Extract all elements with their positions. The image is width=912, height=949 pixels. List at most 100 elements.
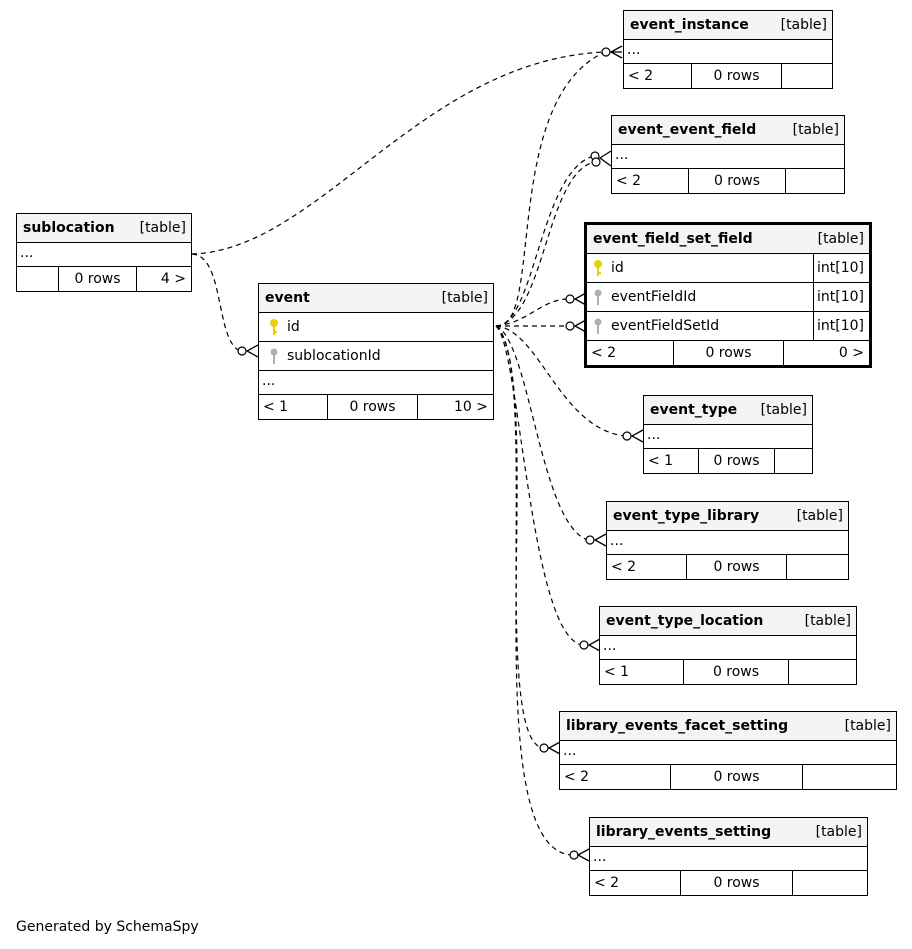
crowfoot-efsf-2 xyxy=(573,319,587,333)
parents-count: < 1 xyxy=(600,660,684,684)
table-kind: [table] xyxy=(780,17,827,33)
column-name: id xyxy=(287,319,300,335)
table-name: sublocation xyxy=(23,220,115,236)
rel-sublocation-event xyxy=(191,253,241,352)
row-count: 0 rows xyxy=(692,64,782,88)
row-count: 0 rows xyxy=(674,341,784,365)
table-header: sublocation [table] xyxy=(17,214,191,243)
table-footer: < 2 0 rows xyxy=(560,765,896,789)
primary-key-icon xyxy=(270,319,278,335)
rel-event-library-events-facet xyxy=(495,325,544,749)
columns-ellipsis: ... xyxy=(560,741,896,765)
children-count xyxy=(787,555,848,579)
crowfoot-event xyxy=(245,344,259,358)
parents-count: < 2 xyxy=(607,555,687,579)
columns-ellipsis: ... xyxy=(600,636,856,660)
children-count: 4 > xyxy=(160,271,186,287)
table-event-field-set-field[interactable]: event_field_set_field [table] id int[10]… xyxy=(584,222,872,368)
parents-count: < 2 xyxy=(590,871,681,895)
rel-end-circle xyxy=(539,743,549,753)
children-count: 0 > xyxy=(838,345,864,361)
rel-sublocation-event-instance xyxy=(191,51,606,255)
table-header: library_events_setting [table] xyxy=(590,818,867,847)
table-kind: [table] xyxy=(804,613,851,629)
children-count: 10 > xyxy=(454,399,488,415)
row-count: 0 rows xyxy=(328,395,418,419)
children-count xyxy=(782,64,832,88)
table-event-instance[interactable]: event_instance [table] ... < 2 0 rows xyxy=(623,10,833,89)
column-row[interactable]: id int[10] xyxy=(587,254,869,283)
table-footer: < 1 0 rows 10 > xyxy=(259,395,493,419)
foreign-key-icon xyxy=(594,289,602,305)
parents-count: < 2 xyxy=(624,64,692,88)
children-count xyxy=(786,169,844,193)
rel-end-circle xyxy=(565,294,575,304)
rel-end-circle xyxy=(237,346,247,356)
parents-count: < 1 xyxy=(259,395,328,419)
table-footer: < 2 0 rows 0 > xyxy=(587,341,869,365)
rel-end-circle xyxy=(591,157,601,167)
rel-end-circle xyxy=(565,321,575,331)
table-kind: [table] xyxy=(760,402,807,418)
table-name: event_field_set_field xyxy=(593,231,753,247)
table-event-type[interactable]: event_type [table] ... < 1 0 rows xyxy=(643,395,813,474)
column-name: sublocationId xyxy=(287,348,381,364)
children-count xyxy=(793,871,867,895)
table-library-events-facet-setting[interactable]: library_events_facet_setting [table] ...… xyxy=(559,711,897,790)
table-header: event_type_library [table] xyxy=(607,502,848,531)
column-type: int[10] xyxy=(813,283,869,311)
table-kind: [table] xyxy=(796,508,843,524)
crowfoot-event-type-library xyxy=(593,533,607,547)
table-kind: [table] xyxy=(441,290,488,306)
columns-ellipsis: ... xyxy=(612,145,844,169)
crowfoot-event-instance xyxy=(609,45,623,59)
column-row[interactable]: eventFieldSetId int[10] xyxy=(587,312,869,341)
table-header: library_events_facet_setting [table] xyxy=(560,712,896,741)
parents-count: < 2 xyxy=(587,341,674,365)
rel-end-circle xyxy=(585,535,595,545)
foreign-key-icon xyxy=(270,348,278,364)
table-event-event-field[interactable]: event_event_field [table] ... < 2 0 rows xyxy=(611,115,845,194)
parents-count: < 2 xyxy=(560,765,671,789)
table-kind: [table] xyxy=(815,824,862,840)
column-type: int[10] xyxy=(813,254,869,282)
generated-by-label: Generated by SchemaSpy xyxy=(16,919,199,935)
columns-ellipsis: ... xyxy=(607,531,848,555)
table-header: event_field_set_field [table] xyxy=(587,225,869,254)
table-library-events-setting[interactable]: library_events_setting [table] ... < 2 0… xyxy=(589,817,868,896)
row-count: 0 rows xyxy=(689,169,786,193)
crowfoot-library-events-facet xyxy=(547,741,561,755)
crowfoot-event-type-location xyxy=(587,638,601,652)
row-count: 0 rows xyxy=(699,449,775,473)
table-kind: [table] xyxy=(792,122,839,138)
columns-ellipsis: ... xyxy=(259,371,493,395)
column-row[interactable]: eventFieldId int[10] xyxy=(587,283,869,312)
table-event-type-library[interactable]: event_type_library [table] ... < 2 0 row… xyxy=(606,501,849,580)
table-sublocation[interactable]: sublocation [table] ... 0 rows 4 > xyxy=(16,213,192,292)
table-footer: < 2 0 rows xyxy=(590,871,867,895)
children-count xyxy=(789,660,856,684)
column-name: eventFieldId xyxy=(611,289,697,305)
table-name: event_type xyxy=(650,402,738,418)
column-row[interactable]: id xyxy=(259,313,493,342)
rel-end-circle xyxy=(601,47,611,57)
rel-event-library-events-setting xyxy=(495,325,573,856)
rel-event-efsf-fieldid xyxy=(495,298,569,327)
columns-ellipsis: ... xyxy=(590,847,867,871)
crowfoot-efsf-1 xyxy=(573,292,587,306)
table-footer: < 2 0 rows xyxy=(624,64,832,88)
rel-end-circle xyxy=(579,640,589,650)
column-name: eventFieldSetId xyxy=(611,318,720,334)
crowfoot-event-type xyxy=(630,429,644,443)
table-event[interactable]: event [table] id sublocationId ... < 1 0… xyxy=(258,283,494,420)
column-row[interactable]: sublocationId xyxy=(259,342,493,371)
rel-event-event-event-field-2 xyxy=(495,161,595,327)
table-event-type-location[interactable]: event_type_location [table] ... < 1 0 ro… xyxy=(599,606,857,685)
row-count: 0 rows xyxy=(684,660,789,684)
table-name: event_type_location xyxy=(606,613,764,629)
parents-count: < 1 xyxy=(644,449,699,473)
column-name: id xyxy=(611,260,624,276)
rel-event-event-event-field-1 xyxy=(495,155,595,327)
row-count: 0 rows xyxy=(59,267,137,291)
row-count: 0 rows xyxy=(671,765,803,789)
